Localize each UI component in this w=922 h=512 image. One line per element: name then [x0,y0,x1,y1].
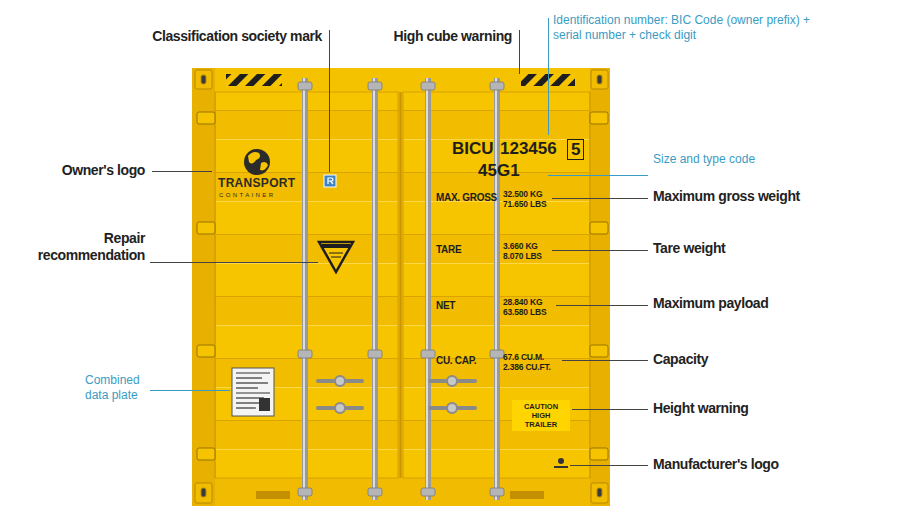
field-value: 8.070 LBS [503,251,542,261]
owner-globe-logo [244,149,270,175]
door-hinges [197,112,608,460]
field-name: CU. CAP. [436,355,476,366]
field-name: TARE [436,244,461,255]
data-plate [232,368,274,416]
container-body [192,68,610,506]
callout-label: Height warning [653,400,749,417]
bottom-slots [256,491,544,499]
callout-label: High cube warning [394,28,512,45]
classification-mark [324,175,336,187]
field-value: 28.840 KG [503,297,542,307]
callout-note: Identification number: BIC Code (owner p… [553,13,815,43]
leader-lines [150,18,648,466]
field-value: 3.660 KG [503,241,538,251]
field-value: 67.6 CU.M. [503,352,544,362]
high-cube-stripes [226,74,575,86]
size-type-code: 45G1 [478,161,520,181]
node-text: 5 [571,140,580,159]
callout-label: Maximum gross weight [653,188,800,205]
callout-label: Maximum payload [653,295,768,312]
lock-rods [298,78,504,500]
callout-label: Manufacturer's logo [653,456,779,473]
field-value: 71.650 LBS [503,199,546,209]
field-name: MAX. GROSS [436,192,497,203]
field-value: 63.580 LBS [503,307,546,317]
field-name: NET [436,300,455,311]
field-value: 2.386 CU.FT. [503,362,551,372]
corner-castings [195,70,608,503]
callout-label: Classification society mark [152,28,322,45]
owner-prefix: BICU [452,139,494,159]
callout-note: Size and type code [653,152,755,167]
callout-note: Combined data plate [85,373,149,403]
serial-number: 123456 [500,139,557,159]
callout-label: Repair recommendation [20,230,145,264]
logo-text: TRANSPORT [218,176,295,190]
height-warning-sticker: CAUTION HIGH TRAILER [512,400,570,431]
callout-label: Capacity [653,351,708,368]
callout-label: Tare weight [653,240,725,257]
manufacturer-logo [554,458,568,468]
logo-subtext: CONTAINER [219,192,276,198]
callout-label: Owner's logo [62,162,145,179]
check-digit-box: 5 [567,139,584,160]
field-value: 32.500 KG [503,189,542,199]
node-text: CAUTION HIGH TRAILER [515,402,567,429]
door-handles [318,376,475,413]
repair-warning-triangle [319,242,353,272]
